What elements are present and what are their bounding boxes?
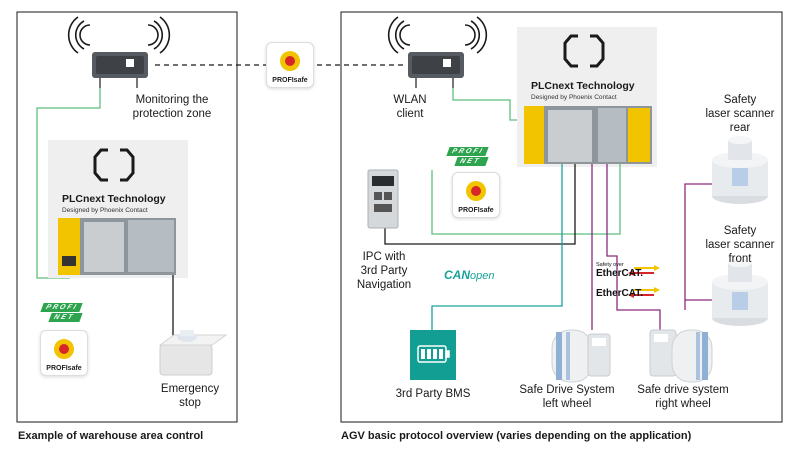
bms-label: 3rd Party BMS [395, 388, 471, 400]
profinet-text-2: NET [454, 157, 490, 166]
scanner-rear-line-1: Safety [723, 94, 757, 106]
drive-right-line-2: right wheel [655, 398, 711, 410]
plc-subtitle-right: Designed by Phoenix Contact [531, 94, 617, 101]
ipc-label-line-3: Navigation [356, 279, 412, 291]
drive-left-label: Safe Drive System left wheel [512, 383, 622, 411]
emergency-button-icon [54, 339, 74, 359]
wlan-label-line-1: WLAN [393, 94, 427, 106]
canopen-prefix: CAN [444, 268, 470, 282]
emergency-button-icon [280, 51, 300, 71]
plc-title-right: PLCnext Technology [531, 80, 635, 92]
wlan-label: WLAN client [380, 93, 440, 121]
ipc-device [367, 169, 399, 229]
plc-title-left: PLCnext Technology [62, 193, 166, 205]
wifi-waves-icon-left [67, 16, 171, 54]
left-panel-frame [16, 11, 238, 423]
wireless-module-right [408, 52, 464, 88]
emergency-stop-line-2: stop [179, 397, 201, 409]
plc-hardware-right [524, 106, 652, 164]
emergency-stop-button-icon [158, 330, 228, 376]
ipc-label-line-1: IPC with [362, 251, 406, 263]
drive-left-line-2: left wheel [542, 398, 592, 410]
wifi-waves-icon-right [387, 16, 488, 54]
ethercat-arrows-2 [628, 287, 660, 298]
drive-right-wheel-icon [649, 329, 713, 383]
purple-cable-scanner-rear [684, 183, 725, 310]
monitoring-label-line-1: Monitoring the [135, 94, 209, 106]
right-panel-frame [340, 11, 783, 423]
ethercat-label-1: EtherCAT. [596, 268, 644, 279]
profisafe-label: PROFIsafe [272, 77, 308, 84]
scanner-rear-label: Safety laser scanner rear [692, 93, 788, 135]
profinet-text-1: PROFI [40, 303, 84, 312]
scanner-front-line-3: front [728, 253, 752, 265]
emergency-button-icon [466, 181, 486, 201]
right-caption: AGV basic protocol overview (varies depe… [341, 430, 692, 442]
laser-scanner-rear-icon [712, 136, 768, 204]
canopen-logo: CANopen [444, 268, 494, 282]
green-cable-wlan [452, 88, 520, 121]
green-cable-plc-ipc [431, 164, 621, 235]
profisafe-label: PROFIsafe [46, 365, 82, 372]
left-caption: Example of warehouse area control [18, 430, 204, 442]
ipc-label-line-2: 3rd Party [360, 265, 408, 277]
ipc-label: IPC with 3rd Party Navigation [344, 250, 424, 292]
profinet-logo-left: PROFI NET [40, 303, 84, 322]
profisafe-badge-right: PROFIsafe [452, 172, 500, 218]
ethercat-arrows-1 [628, 265, 660, 276]
wlan-label-line-2: client [396, 108, 424, 120]
scanner-front-line-2: laser scanner [705, 239, 775, 251]
battery-icon [417, 345, 450, 363]
monitoring-label-line-2: protection zone [132, 108, 212, 120]
drive-right-label: Safe drive system right wheel [628, 383, 738, 411]
scanner-rear-line-3: rear [729, 122, 751, 134]
safety-over-label: Safety over [596, 262, 624, 268]
profinet-text-2: NET [48, 313, 84, 322]
drive-left-wheel-icon [551, 329, 611, 383]
plc-hardware-left [58, 218, 176, 275]
drive-right-line-1: Safe drive system [637, 384, 729, 396]
profinet-logo-right: PROFI NET [446, 147, 490, 166]
teal-cable-bms [431, 164, 563, 332]
plcnext-bracket-icon-right [563, 34, 605, 68]
profisafe-label: PROFIsafe [458, 207, 494, 214]
drive-left-line-1: Safe Drive System [519, 384, 615, 396]
plcnext-bracket-icon-left [93, 148, 135, 182]
scanner-front-line-1: Safety [723, 225, 757, 237]
scanner-front-label: Safety laser scanner front [692, 224, 788, 266]
black-cable-ipc [384, 164, 576, 245]
scanner-rear-line-2: laser scanner [705, 108, 775, 120]
profisafe-badge-center: PROFIsafe [266, 42, 314, 88]
emergency-stop-line-1: Emergency [160, 383, 220, 395]
emergency-stop-label: Emergency stop [150, 382, 230, 410]
plc-subtitle-left: Designed by Phoenix Contact [62, 207, 148, 214]
ethercat-label-2: EtherCAT. [596, 288, 644, 299]
profinet-text-1: PROFI [446, 147, 490, 156]
laser-scanner-front-icon [712, 259, 768, 326]
wireless-module-left [92, 52, 148, 88]
profisafe-badge-left: PROFIsafe [40, 330, 88, 376]
purple-cable-right-wheel [606, 164, 661, 330]
canopen-suffix: open [470, 270, 495, 282]
monitoring-label: Monitoring the protection zone [112, 93, 232, 121]
